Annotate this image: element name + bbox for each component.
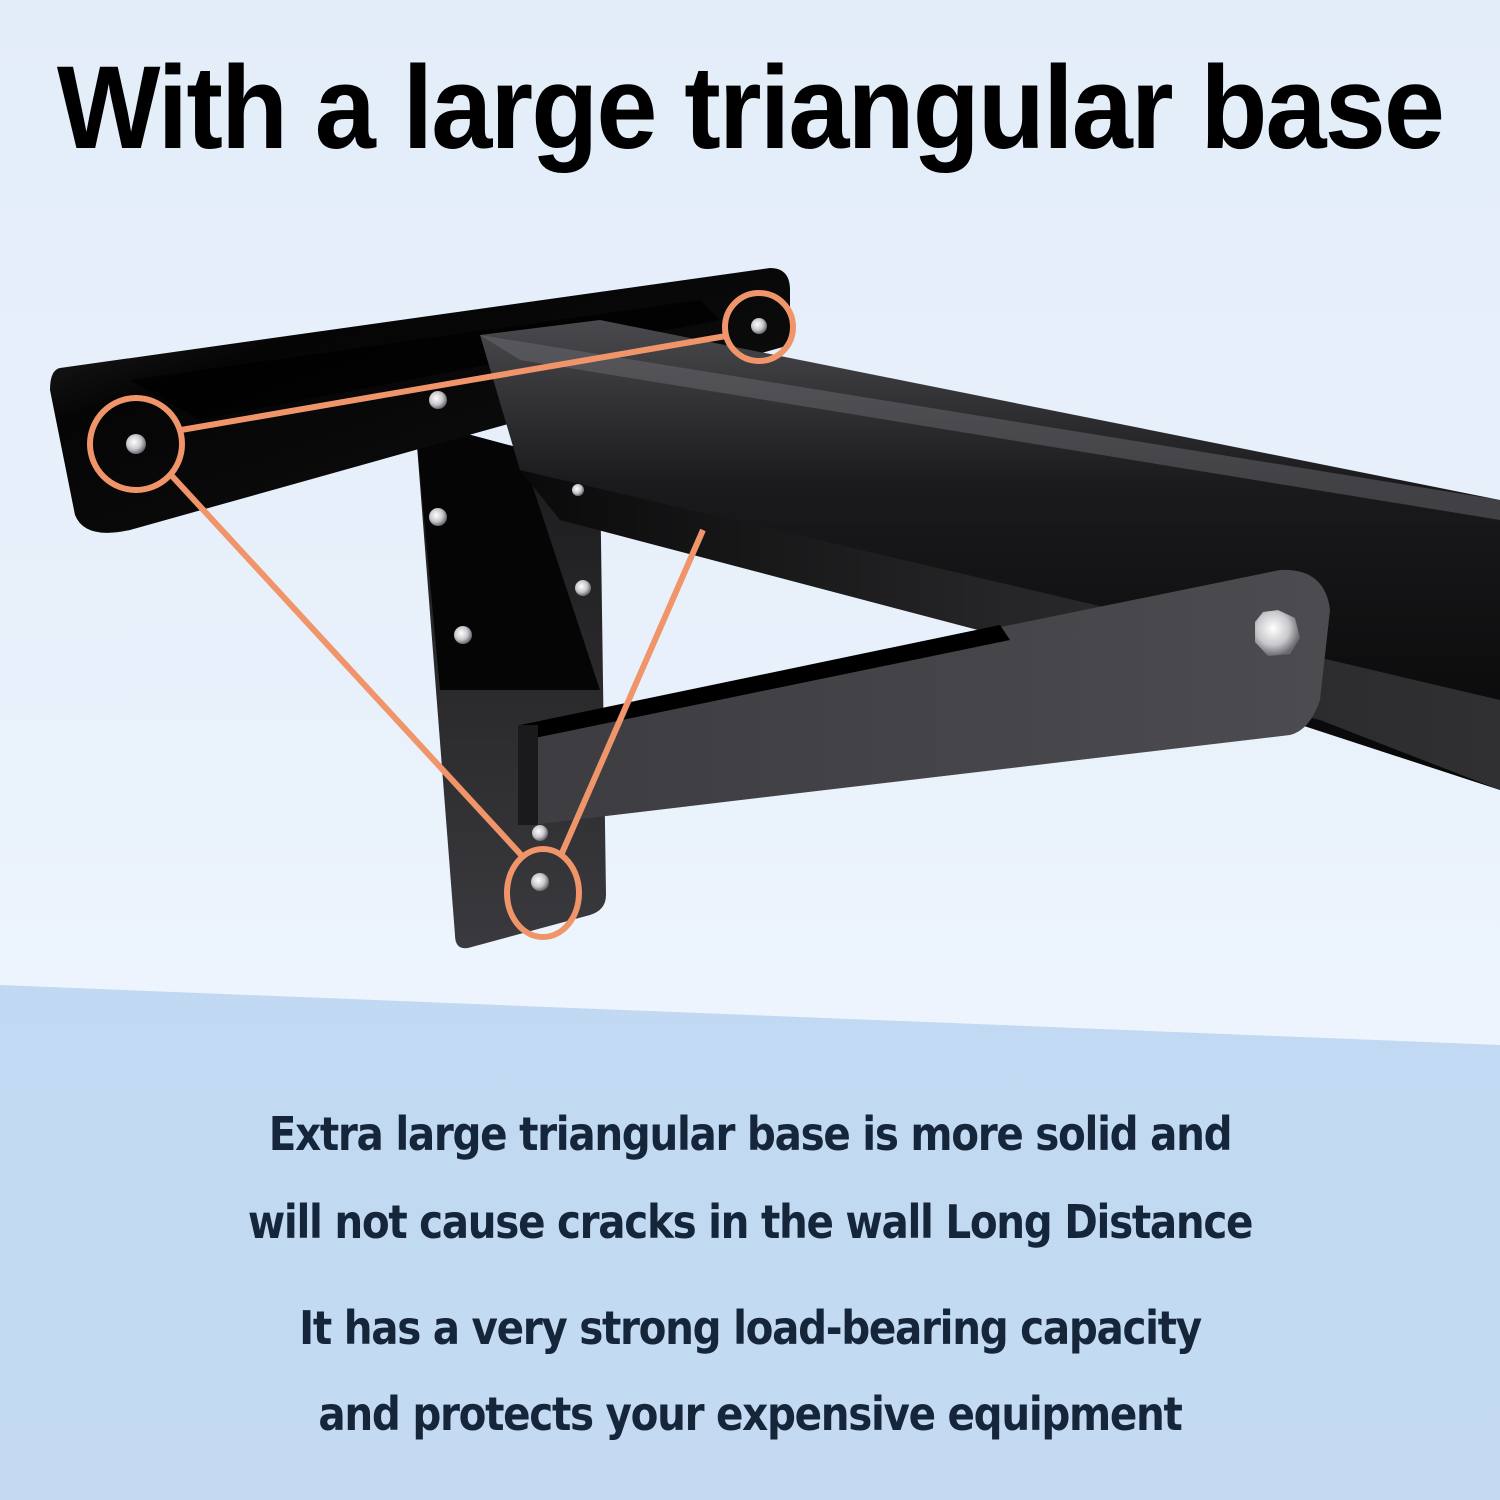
- diagonal-strut: [518, 569, 1330, 825]
- description-line: Extra large triangular base is more soli…: [268, 1107, 1233, 1161]
- highlight-circle-top-right: [722, 290, 796, 364]
- top-left-bolt: [126, 434, 146, 454]
- highlight-circle-bottom: [504, 846, 582, 940]
- description-paragraph-1: Extra large triangular base is more soli…: [0, 1090, 1500, 1266]
- triangle-highlight: [87, 290, 796, 940]
- description-line: It has a very strong load-bearing capaci…: [299, 1301, 1202, 1355]
- description-line: will not cause cracks in the wall Long D…: [247, 1195, 1254, 1249]
- description-line: and protects your expensive equipment: [318, 1387, 1182, 1441]
- bottom-bolt: [531, 873, 549, 891]
- highlight-circle-top-left: [87, 395, 185, 493]
- description-paragraph-2: It has a very strong load-bearing capaci…: [0, 1285, 1500, 1457]
- pivot-bolt: [1255, 610, 1300, 656]
- highlighted-bolts: [126, 318, 767, 891]
- bracket-illustration: [50, 268, 1500, 949]
- top-right-bolt: [751, 318, 767, 334]
- page-title: With a large triangular base: [56, 42, 1445, 174]
- minor-bolts: [429, 391, 591, 841]
